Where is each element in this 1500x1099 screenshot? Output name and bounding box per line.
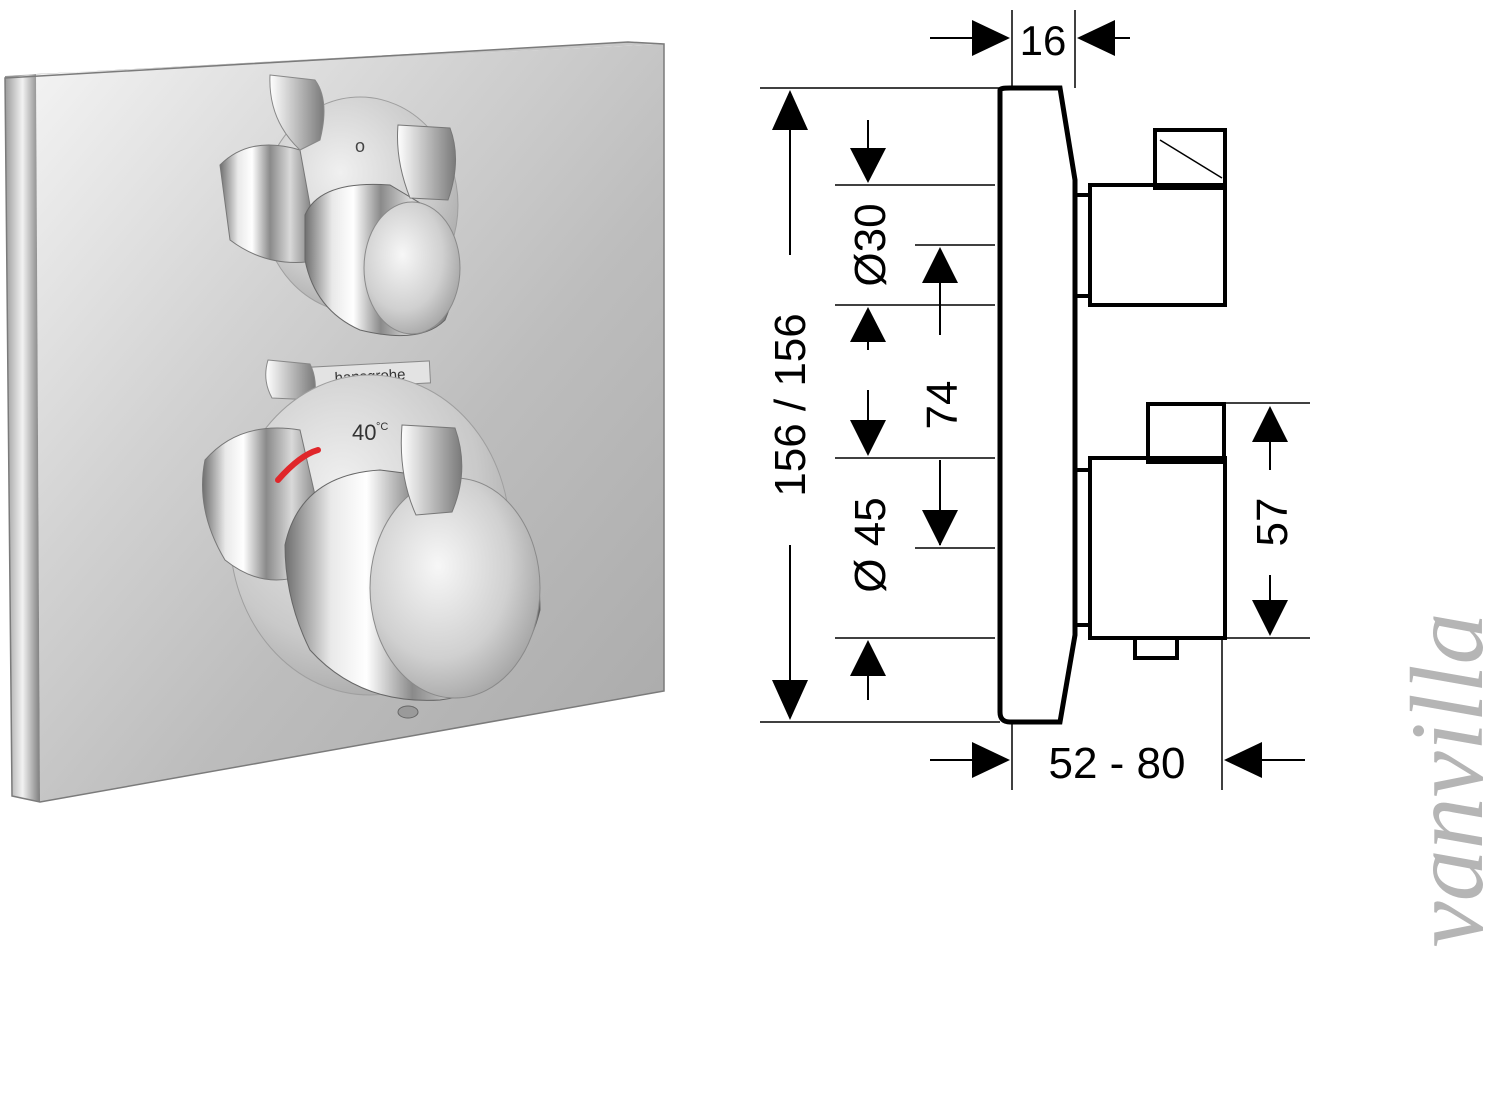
dim-diameter-small: Ø30 bbox=[846, 203, 895, 286]
watermark-text: vanvilla bbox=[1390, 612, 1500, 947]
dim-knob-projection: 57 bbox=[1248, 498, 1297, 547]
stop-valve-lever-back bbox=[269, 74, 325, 151]
dim-diameter-large: Ø 45 bbox=[846, 497, 895, 592]
temperature-label: 40 bbox=[352, 420, 376, 445]
temperature-unit: °C bbox=[376, 421, 388, 433]
drawing-cover-plate bbox=[997, 85, 1078, 725]
stop-mark-off: o bbox=[355, 136, 365, 156]
thermostat-rosette: 40 °C bbox=[202, 374, 541, 719]
extension-lines bbox=[760, 10, 1310, 790]
dim-spacing: 74 bbox=[918, 381, 967, 430]
dim-total-depth: 52 - 80 bbox=[1049, 739, 1186, 788]
dim-height: 156 / 156 bbox=[766, 313, 815, 497]
drawing-lower-knob bbox=[1075, 402, 1227, 660]
stop-valve-lever[interactable] bbox=[397, 124, 457, 201]
thermostat-safety-lever[interactable] bbox=[400, 424, 463, 516]
dim-plate-depth: 16 bbox=[1020, 17, 1067, 64]
technical-drawing bbox=[760, 10, 1310, 790]
cover-plate-left-edge bbox=[5, 74, 40, 802]
drawing-upper-knob bbox=[1075, 128, 1227, 307]
thermostat-product-render: o 1 hansgrohe 40 °C bbox=[4, 41, 665, 803]
dimension-labels: 16 156 / 156 Ø30 74 Ø 45 57 52 - 80 bbox=[766, 17, 1297, 788]
hot-indicator bbox=[275, 447, 321, 483]
stop-valve-rosette: o 1 bbox=[219, 74, 461, 337]
dimension-arrowheads bbox=[772, 20, 1288, 778]
